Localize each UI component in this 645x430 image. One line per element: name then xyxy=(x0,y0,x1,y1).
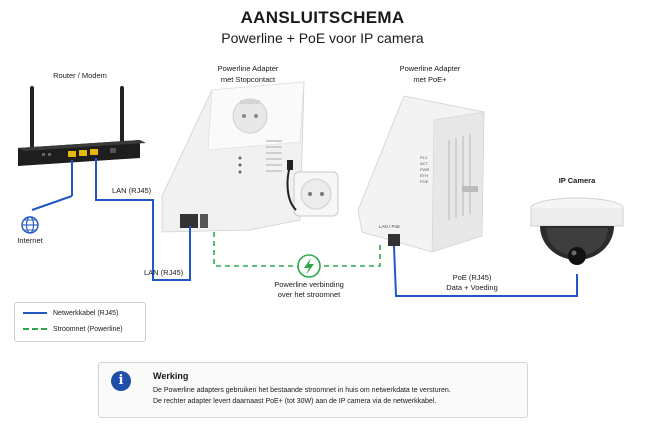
info-title: Werking xyxy=(153,371,189,381)
powerline-label-1: Powerline verbinding xyxy=(274,280,344,289)
router-icon xyxy=(18,86,146,166)
led-label-list: PLC ACT PWR ETH POE xyxy=(420,155,429,185)
poe-label-2: Data + Voeding xyxy=(446,283,498,292)
poe-cable-adapter-to-camera xyxy=(393,245,578,297)
lightning-icon xyxy=(297,254,321,278)
adapter-left-label-2: met Stopcontact xyxy=(220,75,276,84)
legend-dashed-line xyxy=(23,328,47,331)
poe-port-label: LAN / PoE xyxy=(379,224,401,229)
powerline-label-2: over het stroomnet xyxy=(277,290,341,299)
info-box: i Werking De Powerline adapters gebruike… xyxy=(98,362,528,418)
network-cable-router-to-adapter xyxy=(95,158,191,281)
network-cable-router-to-internet xyxy=(31,160,73,211)
info-line-2: De rechter adapter levert daarnaast PoE+… xyxy=(153,398,437,405)
led-label: PLC xyxy=(420,155,428,160)
internet-label: Internet xyxy=(17,236,43,245)
info-line-1: De Powerline adapters gebruiken het best… xyxy=(153,387,451,394)
adapter-right-label-2: met PoE+ xyxy=(413,75,447,84)
powerline-connection-line xyxy=(213,232,381,267)
led-label: POE xyxy=(420,179,429,184)
lan-label-bottom: LAN (RJ45) xyxy=(144,268,184,277)
poe-label-1: PoE (RJ45) xyxy=(452,273,492,282)
info-icon: i xyxy=(111,371,131,391)
adapter-right-label-1: Powerline Adapter xyxy=(399,64,461,73)
globe-icon xyxy=(21,216,39,234)
diagram-subtitle: Powerline + PoE voor IP camera xyxy=(221,30,424,46)
diagram-title: AANSLUITSCHEMA xyxy=(240,8,405,27)
lan-label-top: LAN (RJ45) xyxy=(112,186,152,195)
legend-label: Stroomnet (Powerline) xyxy=(53,326,123,333)
camera-label: IP Camera xyxy=(558,176,596,185)
legend-label: Netwerkkabel (RJ45) xyxy=(53,310,119,317)
legend: Netwerkkabel (RJ45) Stroomnet (Powerline… xyxy=(14,302,146,342)
ip-camera-icon xyxy=(530,197,624,265)
led-label: ACT xyxy=(420,161,428,166)
powerline-adapter-socket-icon xyxy=(161,81,305,233)
router-label: Router / Modem xyxy=(53,71,107,80)
legend-item-powerline: Stroomnet (Powerline) xyxy=(23,325,123,335)
legend-item-network: Netwerkkabel (RJ45) xyxy=(23,309,118,319)
legend-solid-line xyxy=(23,312,47,315)
wall-outlet-icon xyxy=(286,160,339,217)
led-label: PWR xyxy=(420,167,430,172)
led-label: ETH xyxy=(420,173,428,178)
adapter-left-label-1: Powerline Adapter xyxy=(217,64,279,73)
info-text: De Powerline adapters gebruiken het best… xyxy=(153,385,451,407)
powerline-adapter-poe-icon xyxy=(357,95,485,253)
